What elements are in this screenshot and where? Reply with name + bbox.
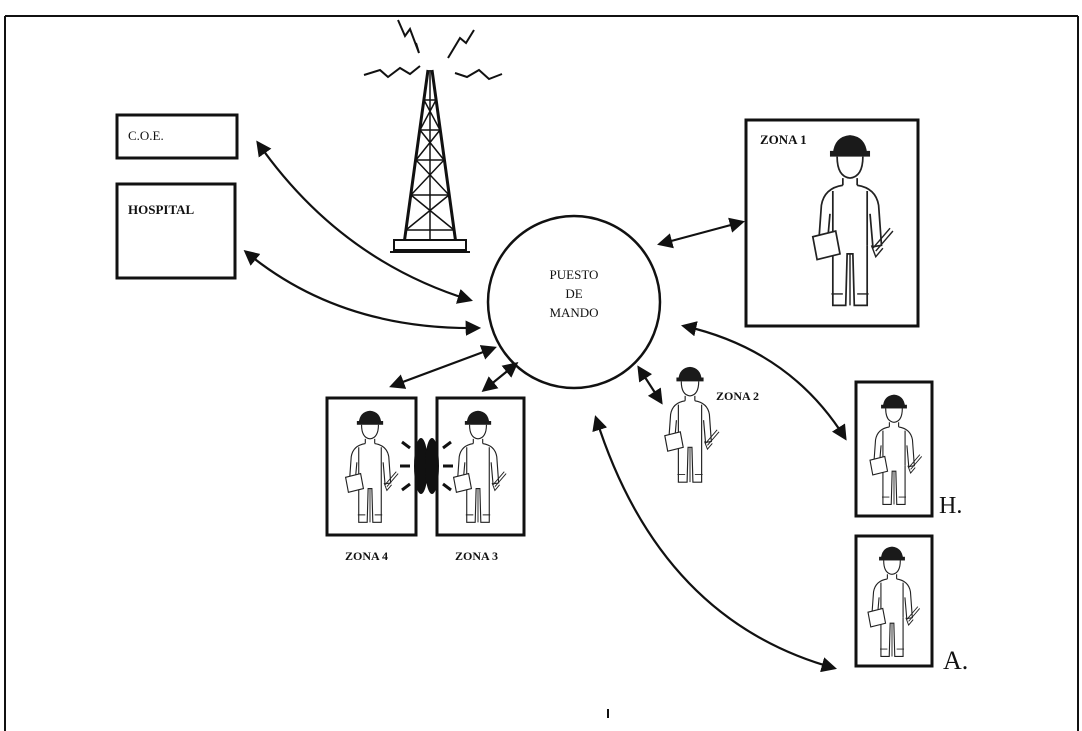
worker-icon [344,410,399,524]
hub-line-3: MANDO [549,305,599,320]
unit-h-link-arrow [680,321,847,441]
hub-line-1: PUESTO [549,267,599,282]
zona1-label: ZONA 1 [760,132,807,147]
radio-interference-icon [400,438,453,494]
zona4-label: ZONA 4 [345,549,389,563]
zona2-label: ZONA 2 [716,389,760,403]
worker-icon [867,546,921,658]
worker-icon [811,134,894,307]
worker-icon [452,410,507,524]
worker-icon [664,366,720,483]
coe-box [115,113,239,160]
hub-line-2: DE [565,286,583,301]
zona4-link-arrow [389,345,497,389]
zona2-link-arrow [637,365,663,405]
zona3-label: ZONA 3 [455,549,499,563]
unit-h-label: H. [939,493,963,519]
unit-h-box [854,380,934,518]
coe-label: C.O.E. [128,128,164,143]
hospital-label: HOSPITAL [128,202,195,217]
page-frame [4,15,1079,731]
hospital-link-arrow [243,250,482,336]
hospital-box [115,182,237,280]
radio-tower-icon [363,19,503,253]
hub-circle [486,214,662,390]
worker-icon [869,394,923,506]
zona3-link-arrow [481,362,519,392]
unit-a-box [854,534,934,668]
zona1-link-arrow [657,217,745,249]
unit-a-label: A. [943,646,969,675]
unit-a-link-arrow [592,415,837,673]
